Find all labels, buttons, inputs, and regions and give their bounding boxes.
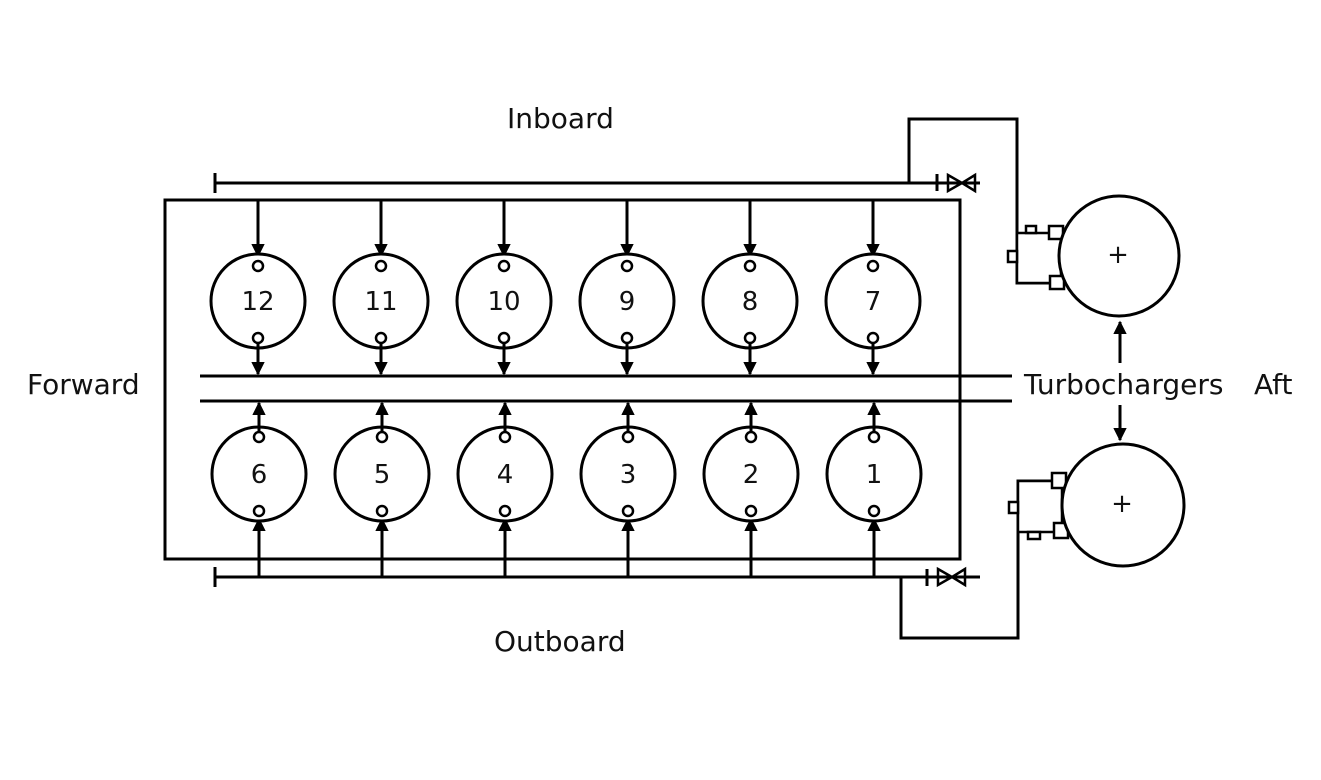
exhaust-valve-icon <box>744 430 758 444</box>
forward-label: Forward <box>27 368 140 401</box>
cylinder-3: 3 <box>579 401 677 577</box>
inboard-supply-rail <box>213 173 980 193</box>
inboard-valve-icon <box>935 172 977 194</box>
cylinder-12: 12 <box>209 200 307 376</box>
cylinder-2: 2 <box>702 401 800 577</box>
upper-turbocharger: + <box>1006 194 1181 318</box>
cylinder-9: 9 <box>578 200 676 376</box>
exhaust-valve-icon <box>251 331 265 345</box>
cylinder-number: 10 <box>487 287 520 317</box>
cylinder-4: 4 <box>456 401 554 577</box>
exhaust-valve-icon <box>252 430 266 444</box>
exhaust-valve-icon <box>375 430 389 444</box>
exhaust-valve-icon <box>498 430 512 444</box>
intake-valve-icon <box>375 504 389 518</box>
cylinder-number: 11 <box>364 287 397 317</box>
exhaust-valve-icon <box>743 331 757 345</box>
cylinder-number: 4 <box>497 460 514 490</box>
cylinder-8: 8 <box>701 200 799 376</box>
cylinder-number: 12 <box>241 287 274 317</box>
intake-valve-icon <box>498 504 512 518</box>
intake-valve-icon <box>621 504 635 518</box>
intake-valve-icon <box>374 259 388 273</box>
cylinder-10: 10 <box>455 200 553 376</box>
exhaust-valve-icon <box>374 331 388 345</box>
cylinder-11: 11 <box>332 200 430 376</box>
outboard-cylinder-bank: 6 5 4 3 2 1 <box>210 401 923 577</box>
exhaust-valve-icon <box>867 430 881 444</box>
aft-label: Aft <box>1254 368 1293 401</box>
upper-turbo-plus-icon: + <box>1107 240 1129 270</box>
intake-valve-icon <box>251 259 265 273</box>
cylinder-number: 8 <box>742 287 759 317</box>
outboard-label: Outboard <box>494 625 626 658</box>
intake-valve-icon <box>743 259 757 273</box>
exhaust-valve-icon <box>866 331 880 345</box>
exhaust-valve-icon <box>620 331 634 345</box>
turbochargers-label: Turbochargers <box>1023 368 1223 401</box>
cylinder-number: 3 <box>620 460 637 490</box>
intake-valve-icon <box>744 504 758 518</box>
cylinder-number: 7 <box>865 287 882 317</box>
cylinder-number: 1 <box>866 460 883 490</box>
intake-valve-icon <box>620 259 634 273</box>
outboard-supply-rail <box>213 567 980 587</box>
intake-valve-icon <box>497 259 511 273</box>
inboard-cylinder-bank: 12 11 10 9 8 7 <box>209 200 922 376</box>
cylinder-number: 5 <box>374 460 391 490</box>
cylinder-5: 5 <box>333 401 431 577</box>
exhaust-valve-icon <box>497 331 511 345</box>
intake-valve-icon <box>867 504 881 518</box>
cylinder-number: 2 <box>743 460 760 490</box>
lower-turbo-plus-icon: + <box>1111 489 1133 519</box>
exhaust-manifold <box>200 374 1012 403</box>
exhaust-valve-icon <box>621 430 635 444</box>
intake-valve-icon <box>252 504 266 518</box>
outboard-valve-icon <box>925 566 967 588</box>
engine-block <box>163 198 962 561</box>
inboard-label: Inboard <box>507 102 614 135</box>
cylinder-7: 7 <box>824 200 922 376</box>
cylinder-1: 1 <box>825 401 923 577</box>
cylinder-6: 6 <box>210 401 308 577</box>
intake-valve-icon <box>866 259 880 273</box>
lower-turbocharger: + <box>1007 442 1186 568</box>
cylinder-number: 9 <box>619 287 636 317</box>
cylinder-number: 6 <box>251 460 268 490</box>
